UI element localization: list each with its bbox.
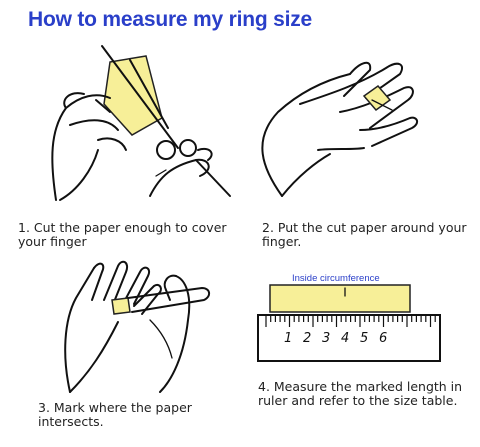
wrapped-paper-icon [362, 84, 392, 112]
marked-paper-icon [111, 297, 131, 315]
ruler-number: 2 [303, 331, 312, 346]
scissors-handle-icon [156, 140, 176, 160]
step-2-caption: 2. Put the cut paper around your finger. [262, 220, 467, 249]
page-title: How to measure my ring size [28, 8, 313, 31]
pen-icon [127, 287, 210, 313]
step-4-caption: 4. Measure the marked length in ruler an… [258, 379, 463, 408]
paper-strip-icon [269, 284, 411, 313]
ruler-icon [257, 314, 441, 362]
ruler-number: 5 [360, 331, 369, 346]
step-3-caption: 3. Mark where the paper intersects. [38, 400, 192, 429]
ruler-number: 6 [379, 331, 388, 346]
step-1-caption: 1. Cut the paper enough to cover your fi… [18, 220, 227, 249]
inside-circumference-label: Inside circumference [292, 273, 380, 284]
ruler-number: 1 [284, 331, 293, 346]
ruler-number: 3 [322, 331, 331, 346]
ruler-number: 4 [341, 331, 350, 346]
